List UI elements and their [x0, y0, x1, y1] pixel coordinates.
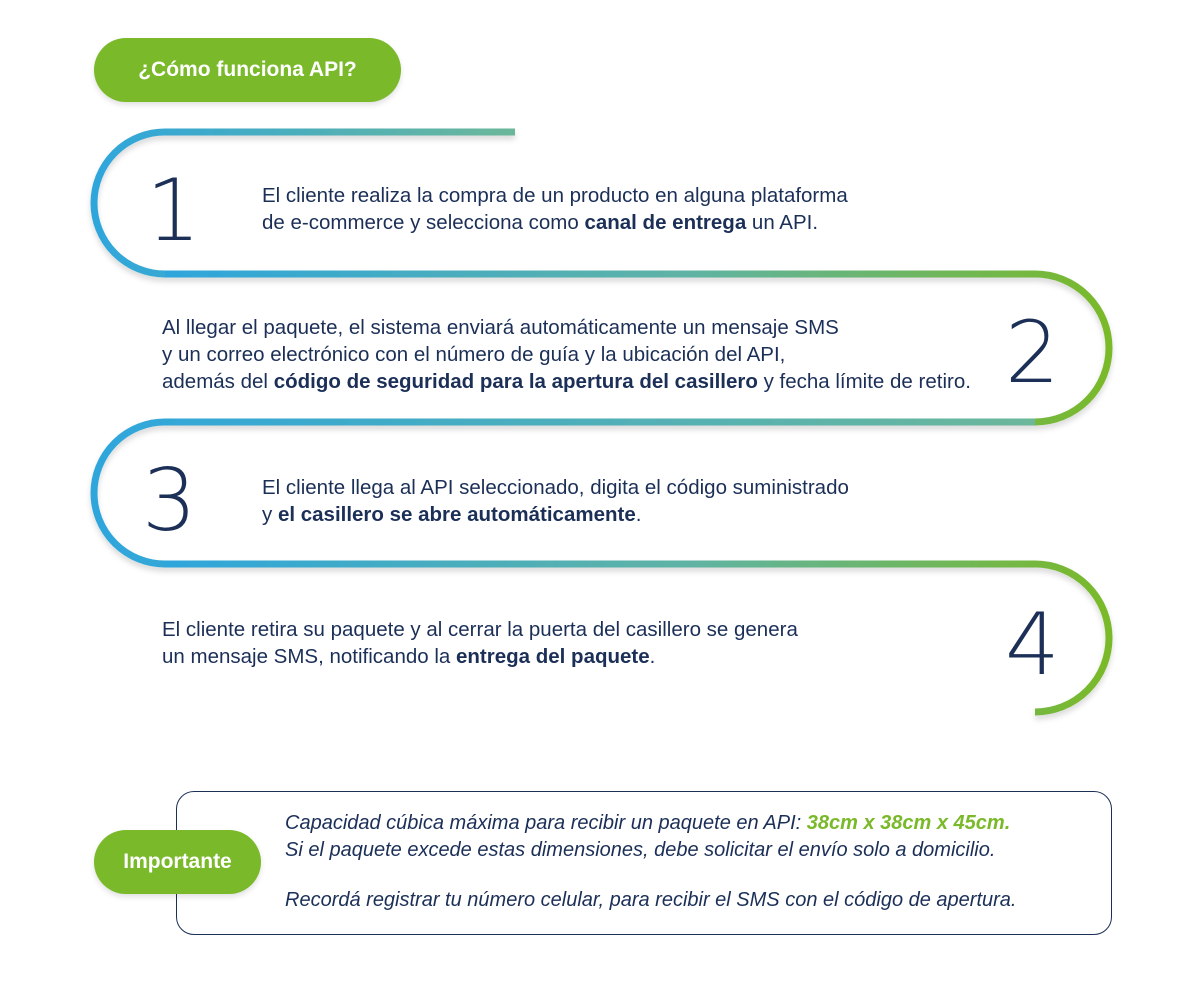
- important-line-2: Si el paquete excede estas dimensiones, …: [285, 839, 996, 861]
- important-badge: Importante: [94, 830, 261, 894]
- step-1-line-1: El cliente realiza la compra de un produ…: [262, 184, 848, 207]
- connector-segment-3: [90, 418, 1035, 568]
- step-4-line-1: El cliente retira su paquete y al cerrar…: [162, 618, 798, 641]
- step-2-text: Al llegar el paquete, el sistema enviará…: [162, 314, 971, 395]
- section-title-badge: ¿Cómo funciona API?: [94, 38, 401, 102]
- step-4-text: El cliente retira su paquete y al cerrar…: [162, 616, 798, 670]
- step-4-highlight: entrega del paquete: [456, 645, 650, 668]
- step-1-highlight: canal de entrega: [584, 211, 747, 234]
- step-3-line-2: y el casillero se abre automáticamente.: [262, 503, 642, 526]
- step-3-highlight: el casillero se abre automáticamente: [277, 503, 636, 526]
- step-3-number: 3: [142, 451, 197, 551]
- step-2-line-2: y un correo electrónico con el número de…: [162, 343, 786, 366]
- connector-segment-1: [90, 128, 515, 278]
- step-2-line-1: Al llegar el paquete, el sistema enviará…: [162, 316, 839, 339]
- step-3-text: El cliente llega al API seleccionado, di…: [262, 474, 849, 528]
- important-line-3: Recordá registrar tu número celular, par…: [285, 889, 1017, 911]
- step-4-line-2: un mensaje SMS, notificando la entrega d…: [162, 645, 656, 668]
- dimensions-highlight: 38cm x 38cm x 45cm.: [806, 812, 1011, 834]
- step-2-line-3: además del código de seguridad para la a…: [162, 370, 971, 393]
- connector-segment-4: [165, 560, 1113, 716]
- step-1-number: 1: [146, 161, 201, 261]
- step-1-text: El cliente realiza la compra de un produ…: [262, 182, 848, 236]
- step-1-line-2: de e-commerce y selecciona como canal de…: [262, 211, 819, 234]
- important-label: Importante: [123, 850, 232, 873]
- connector-segment-2: [165, 270, 1113, 426]
- step-2-number: 2: [1005, 303, 1060, 403]
- step-2-highlight: código de seguridad para la apertura del…: [273, 370, 758, 393]
- step-3-line-1: El cliente llega al API seleccionado, di…: [262, 476, 849, 499]
- section-title: ¿Cómo funciona API?: [138, 58, 357, 81]
- step-4-number: 4: [1005, 595, 1060, 695]
- important-line-1: Capacidad cúbica máxima para recibir un …: [285, 812, 1011, 834]
